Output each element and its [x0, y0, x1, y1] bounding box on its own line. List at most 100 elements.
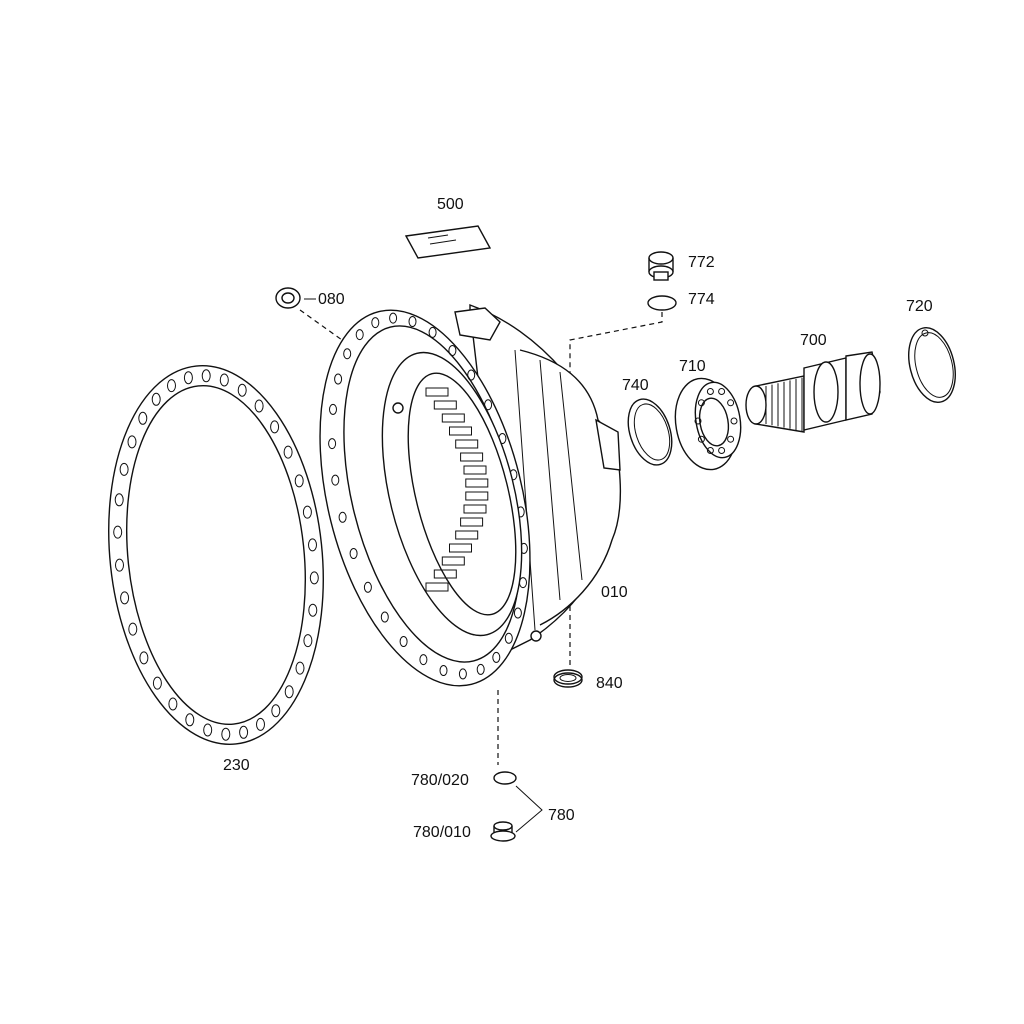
flange-bolt-hole [371, 317, 380, 329]
callout-230: 230 [223, 757, 250, 774]
flange-bolt-hole [399, 636, 408, 647]
internal-gear-tooth [433, 569, 457, 579]
bearing-roller [727, 435, 735, 443]
gasket-bolt-hole [152, 676, 162, 690]
internal-gear-tooth [463, 504, 487, 514]
gasket-bolt-hole [237, 383, 247, 397]
callout-080: 080 [318, 291, 345, 308]
gasket-bolt-hole [127, 435, 137, 449]
flange-bolt-hole [448, 345, 457, 356]
part-080-plug [275, 287, 301, 309]
internal-gear-tooth [441, 556, 465, 566]
bearing-roller [697, 399, 705, 407]
bearing-roller [706, 388, 714, 395]
flange-bolt-hole [331, 474, 340, 486]
gasket-bolt-hole [168, 697, 178, 711]
bearing-roller [730, 417, 738, 425]
part-772-plug [648, 251, 674, 281]
gasket-bolt-hole [120, 591, 130, 605]
callout-740: 740 [622, 377, 649, 394]
gasket-bolt-hole [138, 411, 148, 425]
flange-bolt-hole [329, 403, 337, 415]
flange-bolt-hole [328, 438, 337, 450]
part-700-splined-shaft [745, 351, 881, 433]
bearing-roller [727, 399, 735, 407]
gasket-bolt-hole [284, 685, 294, 699]
bearing-roller [718, 388, 726, 395]
flange-bolt-hole [338, 511, 347, 523]
part-230-gasket [108, 365, 324, 745]
internal-gear-tooth [449, 543, 472, 553]
flange-bolt-hole [380, 611, 389, 623]
leader-080-dash [299, 309, 343, 341]
flange-bolt-hole [419, 654, 428, 666]
internal-gear-tooth [465, 478, 489, 488]
gasket-bolt-hole [183, 371, 193, 385]
gasket-bolt-hole [271, 704, 281, 718]
internal-gear-tooth [449, 426, 472, 436]
gasket-bolt-hole [270, 420, 280, 434]
bearing-roller [718, 447, 726, 454]
part-840-seal [553, 669, 583, 688]
internal-gear-tooth [463, 465, 487, 475]
internal-gear-tooth [460, 452, 484, 462]
gasket-bolt-hole [115, 558, 124, 572]
gasket-bolt-hole [203, 723, 213, 737]
gasket-bolt-hole [113, 525, 123, 539]
gasket-bolt-hole [219, 373, 229, 387]
callout-010: 010 [601, 584, 628, 601]
gasket-bolt-hole [308, 603, 318, 617]
part-710-bearing [674, 377, 742, 471]
gasket-bolt-hole [128, 622, 138, 636]
callout-774: 774 [688, 291, 715, 308]
gasket-bolt-hole [239, 725, 249, 739]
gasket-bolt-hole [254, 399, 264, 413]
flange-bolt-hole [439, 665, 448, 676]
internal-gear-tooth [433, 400, 457, 410]
gasket-bolt-hole [119, 462, 129, 476]
leader-780 [515, 785, 543, 833]
gasket-bolt-hole [283, 445, 293, 459]
gasket-bolt-hole [139, 651, 149, 665]
internal-gear-tooth [425, 582, 449, 592]
part-010-housing [319, 304, 622, 687]
flange-bolt-hole [492, 651, 501, 663]
callout-720: 720 [906, 298, 933, 315]
bearing-roller [697, 435, 705, 443]
gasket-bolt-hole [114, 493, 124, 507]
flange-bolt-hole [363, 581, 372, 593]
gasket-bolt-hole [302, 505, 312, 519]
internal-gear-tooth [460, 517, 484, 527]
internal-gear-tooth [441, 413, 465, 423]
gasket-bolt-hole [308, 538, 317, 552]
part-780-020-ring [493, 771, 517, 785]
part-740-snap-ring [627, 398, 673, 466]
part-500-nameplate [404, 225, 492, 259]
bearing-roller [706, 447, 714, 454]
internal-gear-tooth [455, 439, 479, 449]
internal-gear-tooth [465, 491, 489, 501]
callout-780-020: 780/020 [411, 772, 469, 789]
gasket-bolt-hole [167, 379, 176, 393]
callout-840: 840 [596, 675, 623, 692]
flange-bolt-hole [355, 329, 364, 341]
gasket-bolt-hole [221, 727, 231, 741]
flange-bolt-hole [467, 369, 476, 381]
gasket-bolt-hole [185, 713, 195, 727]
flange-bolt-hole [343, 348, 352, 360]
gasket-bolt-hole [201, 369, 211, 383]
part-780-010-plug [490, 821, 516, 842]
flange-bolt-hole [408, 316, 417, 327]
flange-bolt-hole [428, 326, 437, 338]
gasket-bolt-hole [303, 634, 313, 648]
part-720-circlip [908, 327, 956, 403]
flange-bolt-hole [334, 373, 343, 385]
flange-bolt-hole [349, 548, 358, 559]
callout-780: 780 [548, 807, 575, 824]
leader-774 [569, 312, 663, 390]
part-774-seal-ring [647, 295, 677, 311]
flange-bolt-hole [513, 607, 522, 619]
gasket-bolt-hole [151, 392, 161, 406]
bearing-roller [694, 417, 702, 425]
